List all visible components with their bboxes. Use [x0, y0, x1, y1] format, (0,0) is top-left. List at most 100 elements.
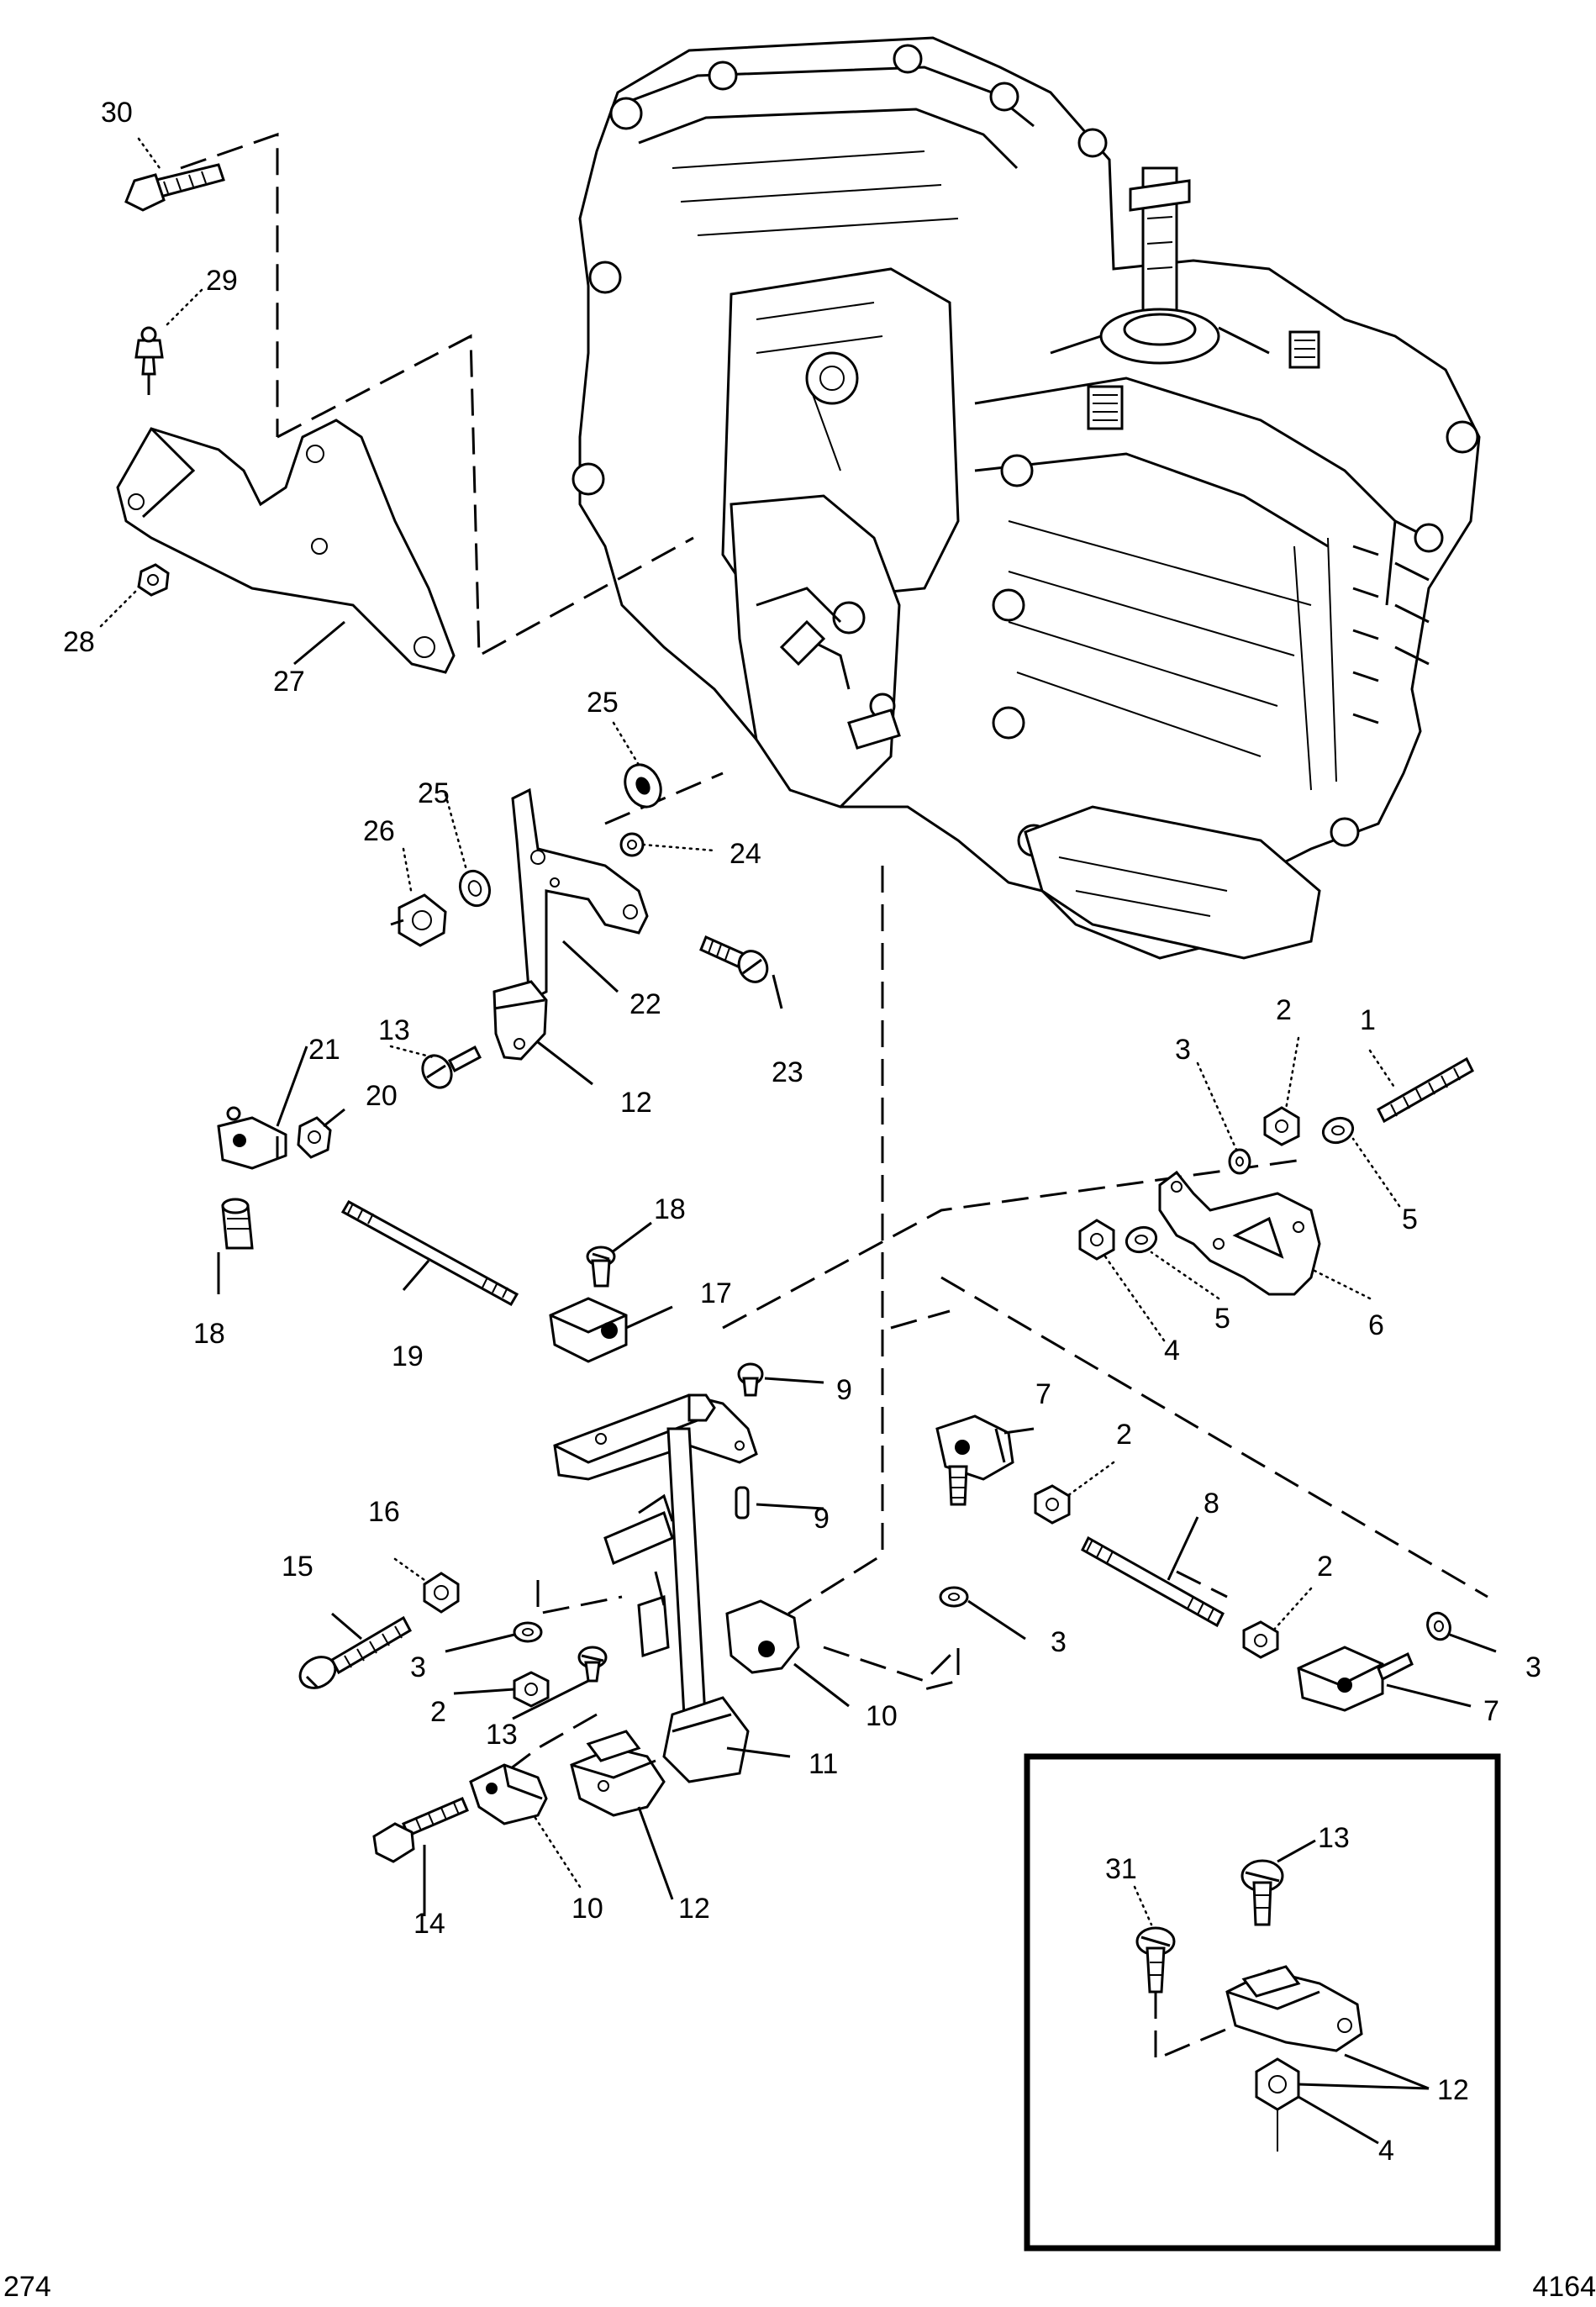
callout-27: 27 — [273, 666, 305, 698]
part-20-nut — [297, 1116, 332, 1159]
callout-5-lower: 5 — [1214, 1303, 1230, 1335]
part-3-washer-left — [513, 1621, 543, 1643]
inset-detail — [1024, 1753, 1501, 2252]
callout-2-left: 2 — [430, 1696, 446, 1728]
part-12-clamp-lower — [570, 1730, 666, 1817]
callout-28: 28 — [63, 626, 95, 658]
part-13-screw-lower — [577, 1646, 608, 1683]
callout-15: 15 — [282, 1551, 313, 1583]
callout-22: 22 — [629, 988, 661, 1020]
callout-3-left: 3 — [410, 1651, 426, 1683]
callout-1: 1 — [1360, 1004, 1376, 1036]
part-10-clamp-upper — [725, 1599, 800, 1674]
inset-callout-13: 13 — [1318, 1822, 1350, 1854]
footer-figure-number: 4164 — [1532, 2271, 1596, 2303]
part-21-socket — [217, 1106, 287, 1170]
inset-callout-4: 4 — [1378, 2135, 1394, 2167]
callout-2-upper-right: 2 — [1276, 994, 1292, 1026]
part-4-nut — [1078, 1219, 1115, 1261]
callout-19: 19 — [392, 1340, 424, 1372]
part-9-pin-upper — [737, 1362, 764, 1397]
callout-13-upper: 13 — [378, 1014, 410, 1046]
callout-9-lower: 9 — [814, 1503, 830, 1535]
part-3-washer-mid — [939, 1586, 969, 1608]
callout-2-mid: 2 — [1116, 1419, 1132, 1451]
callout-5-upper: 5 — [1402, 1204, 1418, 1235]
callout-17: 17 — [700, 1277, 732, 1309]
callout-8: 8 — [1204, 1488, 1219, 1520]
part-2-nut-upper-right — [1263, 1106, 1300, 1146]
callout-4: 4 — [1164, 1335, 1180, 1367]
leader-lines — [99, 137, 1497, 1916]
callout-3-right: 3 — [1525, 1651, 1541, 1683]
part-29-fitting — [134, 326, 164, 395]
callout-2-right: 2 — [1317, 1551, 1333, 1583]
callout-labels: 30 29 28 27 25 25 26 24 22 23 12 13 21 2… — [63, 97, 1541, 2167]
part-14-bolt — [372, 1797, 469, 1863]
part-25-washer-upper — [624, 763, 662, 809]
part-2-nut-left — [513, 1671, 550, 1708]
part-6-bracket — [1158, 1170, 1321, 1296]
part-27-bracket — [116, 419, 456, 674]
callout-11: 11 — [809, 1748, 838, 1780]
callout-29: 29 — [206, 265, 238, 297]
callout-12-lower: 12 — [678, 1893, 710, 1925]
part-7-balljoint-upper — [935, 1414, 1014, 1506]
part-25-washer-lower — [458, 869, 492, 908]
part-2-nut-right — [1242, 1620, 1279, 1659]
callout-25-lower: 25 — [418, 777, 450, 809]
callout-21: 21 — [308, 1034, 340, 1066]
callout-25-upper: 25 — [587, 687, 619, 719]
inset-callout-31: 31 — [1105, 1853, 1137, 1885]
callout-13-lower: 13 — [486, 1719, 518, 1751]
callout-9-upper: 9 — [836, 1374, 852, 1406]
callout-3-mid: 3 — [1051, 1626, 1067, 1658]
part-11-shift-shaft — [553, 1393, 758, 1783]
callout-30: 30 — [101, 97, 133, 129]
callout-18-right: 18 — [654, 1193, 686, 1225]
part-5-washer-lower — [1125, 1225, 1158, 1254]
callout-14: 14 — [413, 1908, 445, 1940]
part-23-screw — [699, 935, 769, 983]
callout-3-upper-right: 3 — [1175, 1034, 1191, 1066]
callout-10-upper: 10 — [866, 1700, 898, 1732]
part-26-locknut — [390, 893, 447, 947]
footer-page-number: 274 — [3, 2271, 51, 2303]
part-22-lever — [511, 787, 649, 1003]
inset-callout-12: 12 — [1437, 2074, 1469, 2106]
callout-7-lower: 7 — [1483, 1695, 1499, 1727]
assembly-lines — [180, 132, 1488, 1775]
part-16-nut — [423, 1572, 460, 1614]
callout-10-lower: 10 — [572, 1893, 603, 1925]
part-9-pin-lower — [735, 1486, 750, 1520]
part-5-washer-upper — [1321, 1116, 1355, 1145]
part-8-rod — [1081, 1535, 1225, 1628]
part-3-washer-right — [1426, 1611, 1451, 1641]
callout-24: 24 — [730, 838, 761, 870]
callout-16: 16 — [368, 1496, 400, 1528]
part-19-rod — [340, 1199, 519, 1307]
callout-26: 26 — [363, 815, 395, 847]
part-2-nut-mid — [1034, 1484, 1071, 1525]
callout-20: 20 — [366, 1080, 398, 1112]
callout-12-upper: 12 — [620, 1087, 652, 1119]
part-24-nut — [619, 832, 645, 857]
powerhead-block — [572, 36, 1481, 960]
callout-7-upper: 7 — [1035, 1378, 1051, 1410]
callout-18-left: 18 — [193, 1318, 225, 1350]
part-1-stud — [1377, 1056, 1474, 1124]
part-18-stud-left — [221, 1198, 254, 1250]
part-18-screw-right — [586, 1246, 616, 1288]
callout-6: 6 — [1368, 1309, 1384, 1341]
part-3-washer-upper-right — [1228, 1148, 1251, 1175]
part-28-nut — [137, 563, 170, 597]
part-7-balljoint-lower — [1297, 1646, 1414, 1712]
part-13-screw-upper — [421, 1045, 482, 1089]
callout-23: 23 — [772, 1056, 803, 1088]
part-30-bolt — [124, 163, 225, 212]
part-17-link — [549, 1297, 628, 1363]
part-10-bracket-lower — [469, 1763, 548, 1825]
part-12-clamp-upper — [492, 980, 548, 1061]
part-15-bolt — [298, 1615, 413, 1689]
